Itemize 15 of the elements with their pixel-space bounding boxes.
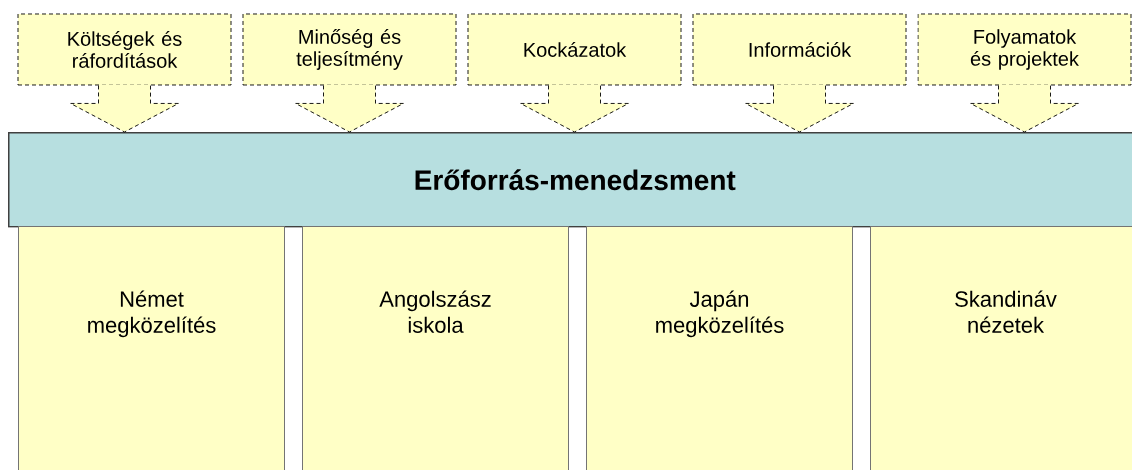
pillar-box: Angolszász iskola [302, 226, 569, 470]
callout-box: Információk [692, 13, 907, 86]
arrow [295, 85, 404, 133]
pillar-box: Japán megközelítés [586, 226, 853, 470]
callout-box: Kockázatok [467, 13, 682, 86]
arrow [745, 85, 854, 133]
pillar-box: Német megközelítés [18, 226, 285, 470]
title-band: Erőforrás-menedzsment [8, 132, 1132, 228]
arrow [520, 85, 629, 133]
callout-box: Folyamatok és projektek [917, 13, 1132, 86]
arrow [70, 85, 179, 133]
pillar-box: Skandináv nézetek [870, 226, 1132, 470]
callout-box: Minőség és teljesítmény [242, 13, 457, 86]
arrow [970, 85, 1079, 133]
callout-box: Költségek és ráfordítások [17, 13, 232, 86]
